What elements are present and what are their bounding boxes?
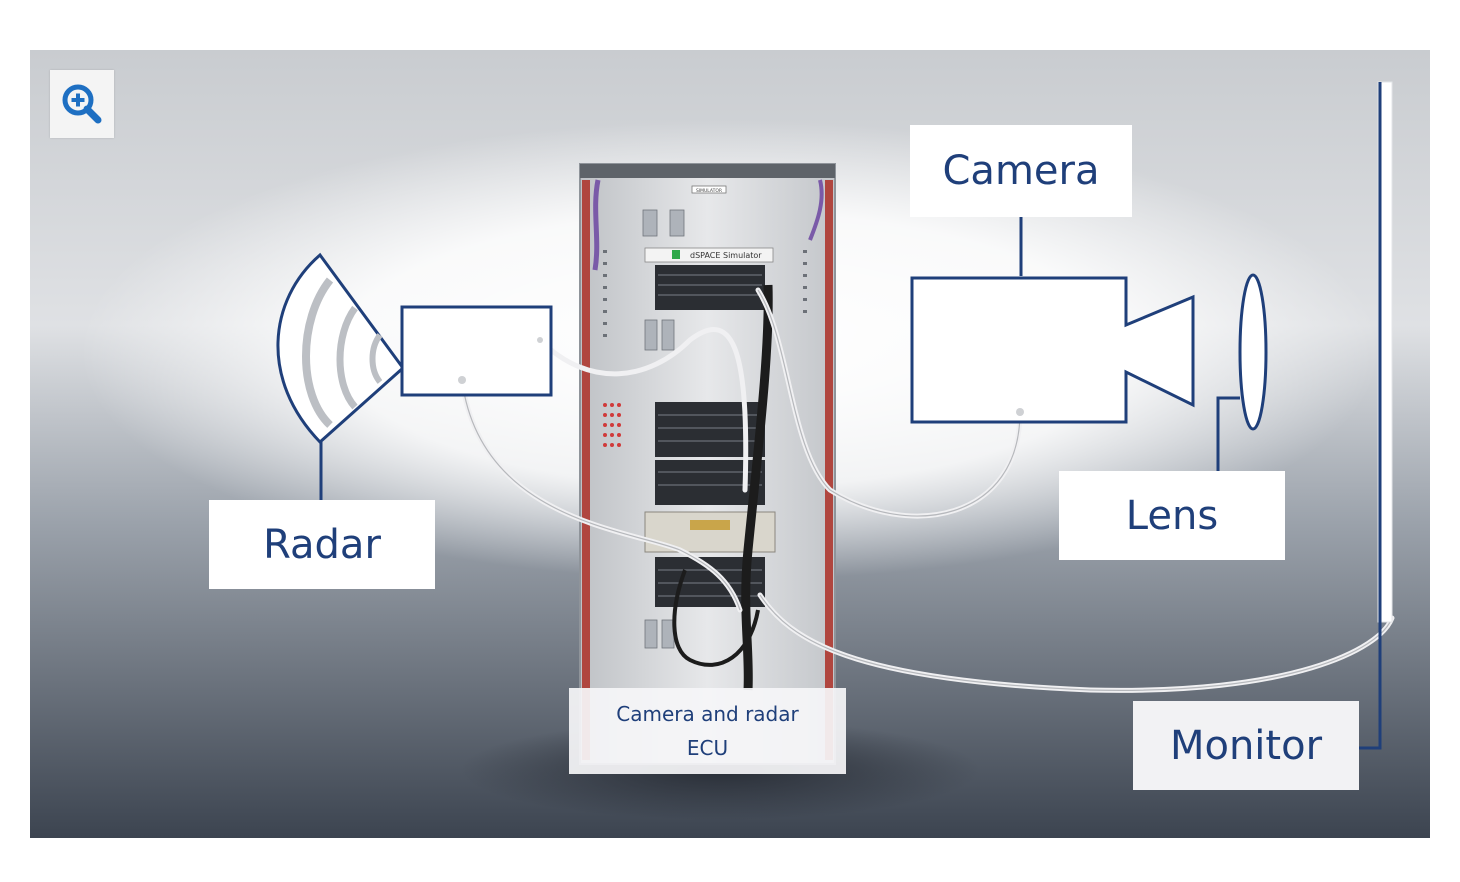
camera-label: Camera (910, 125, 1132, 217)
rack-top-plate-text: SIMULATOR (696, 188, 722, 194)
ecu-label-line2: ECU (686, 736, 729, 760)
ecu-label: Camera and radar ECU (569, 688, 846, 774)
zoom-in-icon (62, 84, 102, 124)
simulator-rack: SIMULATOR (579, 163, 836, 765)
monitor-device (1359, 81, 1393, 750)
lens-device (1216, 273, 1268, 471)
diagram-frame: SIMULATOR (30, 50, 1430, 838)
rack-top-plate (691, 185, 727, 194)
zoom-button[interactable] (50, 70, 114, 138)
radar-label: Radar (209, 500, 435, 589)
camera-device (910, 215, 1195, 424)
lens-label: Lens (1059, 471, 1285, 560)
radar-device (276, 252, 553, 500)
ecu-label-line1: Camera and radar (616, 702, 799, 726)
monitor-label: Monitor (1133, 701, 1359, 790)
rack-badge-text: dSPACE Simulator (690, 251, 762, 260)
